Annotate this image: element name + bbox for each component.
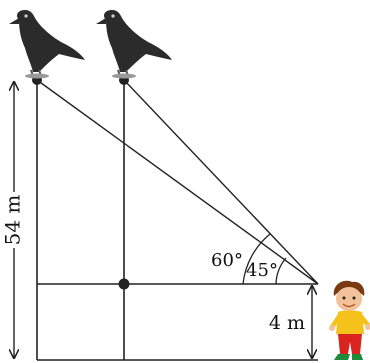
sight-line-right-bird	[123, 79, 319, 285]
pole-height-label: 54 m	[1, 195, 25, 246]
crow-icon	[96, 10, 172, 79]
pole-height-label-bg	[3, 192, 25, 248]
angle-60-label: 60°	[211, 250, 243, 271]
angle-arc-outer	[242, 233, 271, 285]
point-intersection	[118, 278, 130, 290]
crow-icon	[9, 10, 85, 79]
boy-icon	[329, 280, 370, 360]
sight-line-left-bird	[36, 79, 319, 285]
eye-height-label: 4 m	[269, 312, 305, 334]
angle-45-label: 45°	[246, 260, 278, 281]
angle-arc-inner	[275, 257, 287, 285]
